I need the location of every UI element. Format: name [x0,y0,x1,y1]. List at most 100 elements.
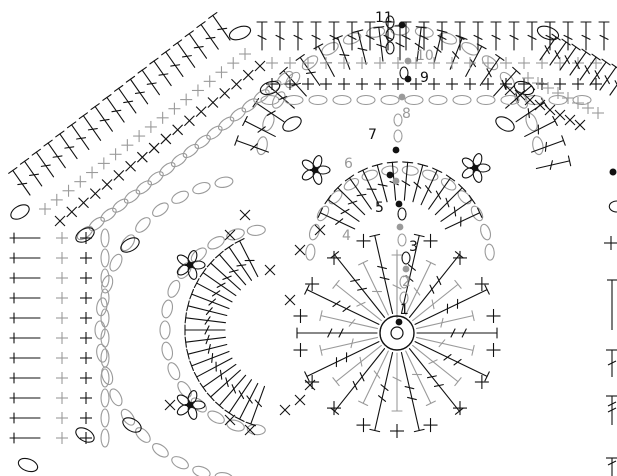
treble-crochet-icon [370,352,393,431]
single-crochet-icon [266,78,278,90]
single-crochet-icon [231,79,241,89]
chain-stitch-icon [333,96,351,105]
single-crochet-icon [220,88,230,98]
single-crochet-icon [90,189,100,199]
chain-stitch-icon [531,136,544,155]
double-crochet-icon [91,104,112,131]
single-crochet-icon [67,207,77,217]
chain-stitch-icon [8,202,31,222]
chain-stitch-icon [484,244,494,261]
chain-stitch-icon [394,130,402,142]
chain-stitch-icon [191,464,211,476]
round-label-8: 8 [402,106,411,122]
chain-stitch-icon [191,180,211,195]
single-crochet-icon [98,157,110,169]
single-crochet-icon [86,167,98,179]
chain-stitch-icon [536,24,561,43]
chain-stitch-icon [240,96,260,114]
round-label-11: 11 [375,10,393,26]
chain-stitch-icon [150,200,170,219]
double-crochet-icon [329,22,339,50]
chain-stitch-icon [107,252,124,273]
single-crochet-icon [55,216,65,226]
single-crochet-icon [192,84,204,96]
double-crochet-icon [392,353,402,411]
single-crochet-icon [392,78,404,90]
double-crochet-icon [491,22,501,50]
double-crochet-icon [600,64,617,90]
single-crochet-icon [180,94,192,106]
single-crochet-icon [293,309,307,323]
double-crochet-icon [246,386,264,425]
double-crochet-icon [68,122,89,149]
slip-stitch-icon [393,178,400,185]
legend [604,169,617,476]
chain-stitch-icon [280,114,303,134]
single-crochet-icon [374,78,386,90]
single-crochet-icon [356,234,370,248]
single-crochet-icon [56,432,68,444]
chain-stitch-icon [146,169,166,187]
double-crochet-icon [280,67,306,96]
double-crochet-icon [20,158,41,185]
double-crochet-icon [525,117,558,137]
single-crochet-icon [446,78,458,90]
single-crochet-icon [464,78,476,90]
slip-stitch-icon [403,266,410,273]
double-crochet-icon [138,67,159,94]
double-crochet-icon [450,36,467,70]
treble-crochet-icon [401,352,424,431]
chain-stitch-icon [193,133,213,151]
single-crochet-icon [284,57,296,69]
double-crochet-icon [257,22,267,50]
single-crochet-icon [554,57,566,69]
single-crochet-icon [453,251,467,265]
single-crochet-icon [149,143,159,153]
double-crochet-icon [185,313,225,324]
single-crochet-icon [590,78,602,90]
single-crochet-icon [80,332,92,344]
single-crochet-icon [168,103,180,115]
double-crochet-icon [383,22,393,50]
ring-inner [391,327,403,339]
double-crochet-icon [419,22,429,50]
single-crochet-icon [74,176,86,188]
single-crochet-icon [487,343,501,357]
double-crochet-icon [103,95,124,122]
double-crochet-icon [333,36,350,70]
single-crochet-icon [562,92,574,104]
single-crochet-icon [356,418,370,432]
double-crochet-icon [115,85,136,112]
chain-stitch-icon [119,407,138,427]
chain-stitch-icon [166,361,183,382]
chain-stitch-icon [206,408,227,426]
slip-stitch-icon [405,58,412,65]
double-crochet-icon [150,58,171,85]
chain-stitch-icon [205,124,225,142]
slip-stitch-icon [387,172,394,179]
single-crochet-icon [327,401,341,415]
treble-crochet-icon [370,234,393,313]
single-crochet-icon [204,75,216,87]
single-crochet-icon [56,352,68,364]
chain-stitch-icon [99,206,119,224]
double-crochet-icon [235,239,258,277]
single-crochet-icon [79,198,89,208]
single-crochet-icon [80,292,92,304]
double-crochet-icon [185,325,225,335]
double-crochet-icon [435,184,465,214]
single-crochet-icon [243,70,253,80]
single-crochet-icon [320,78,332,90]
double-crochet-icon [207,370,240,400]
chain-stitch-icon [110,197,130,215]
double-treble-crochet-icon [606,458,617,476]
single-crochet-icon [133,130,145,142]
single-crochet-icon [56,292,68,304]
double-crochet-icon [406,351,436,405]
chain-stitch-icon [285,96,303,105]
single-crochet-icon [390,424,404,438]
single-crochet-icon [374,57,386,69]
double-crochet-icon [187,345,227,360]
double-crochet-icon [197,22,218,49]
round-label-7: 7 [368,127,377,143]
